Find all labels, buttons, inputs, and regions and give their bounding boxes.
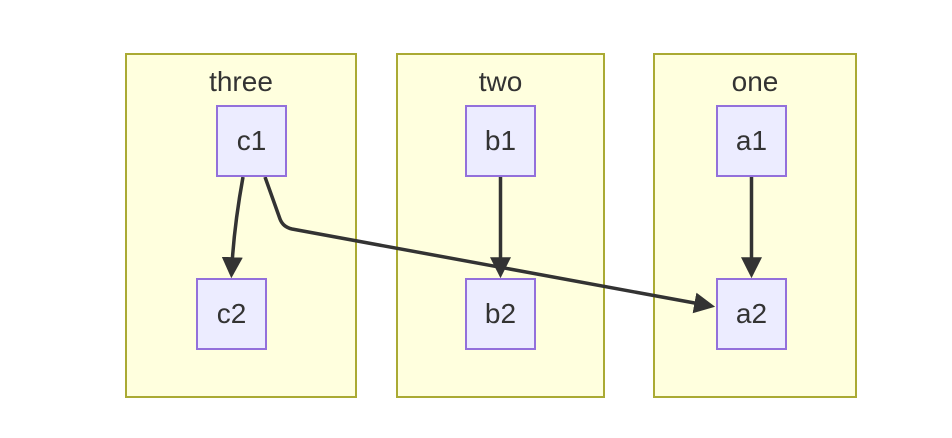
node-c1-label: c1 bbox=[236, 125, 267, 156]
node-c2-label: c2 bbox=[216, 298, 247, 329]
node-b1: b1 bbox=[465, 105, 536, 177]
node-c2: c2 bbox=[196, 278, 267, 350]
node-a1-label: a1 bbox=[735, 125, 768, 156]
node-b2: b2 bbox=[465, 278, 536, 350]
node-b2-label: b2 bbox=[484, 298, 517, 329]
cluster-one-label: one bbox=[731, 66, 779, 97]
node-c1: c1 bbox=[216, 105, 287, 177]
node-b1-label: b1 bbox=[484, 125, 517, 156]
cluster-three-label: three bbox=[209, 66, 273, 97]
cluster-two-label: two bbox=[478, 66, 523, 97]
node-a1: a1 bbox=[716, 105, 787, 177]
node-a2-label: a2 bbox=[735, 298, 768, 329]
node-a2: a2 bbox=[716, 278, 787, 350]
